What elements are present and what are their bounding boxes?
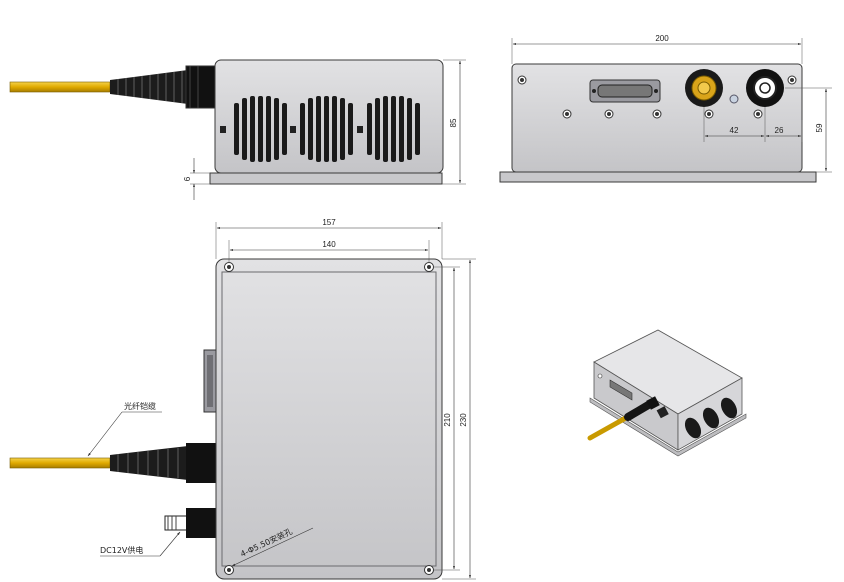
side-base xyxy=(499,171,817,183)
side-view: 200 59 42 26 xyxy=(499,34,832,183)
dim-side-width: 200 xyxy=(655,34,669,43)
dim-top-outer-length: 230 xyxy=(459,413,468,427)
front-base xyxy=(209,172,443,185)
dim-top-hole-length: 210 xyxy=(443,413,452,427)
fan-grille-middle xyxy=(300,96,353,162)
front-view: 85 6 xyxy=(9,59,466,200)
strain-relief xyxy=(110,70,188,104)
isometric-view xyxy=(587,329,747,457)
dim-top-hole-width: 140 xyxy=(322,240,336,249)
db-connector xyxy=(589,79,661,103)
top-cable-gland xyxy=(186,443,216,483)
dim-conn-spacing: 42 xyxy=(730,126,739,135)
indicator-led xyxy=(729,94,739,104)
dim-front-base: 6 xyxy=(183,176,192,181)
fiber-outlet xyxy=(746,69,784,107)
label-fiber-cable: 光纤铠缆 xyxy=(124,401,156,411)
fan-grille-left xyxy=(234,96,287,162)
dim-conn-offset: 26 xyxy=(775,126,784,135)
top-body xyxy=(215,258,443,580)
fiber-cable xyxy=(9,81,111,93)
brass-connector xyxy=(685,69,723,107)
dim-top-outer-width: 157 xyxy=(322,218,336,227)
top-view: 157 140 210 230 光纤铠缆 DC12V供电 4-Φ5.50安装孔 xyxy=(9,218,476,580)
fan-grille-right xyxy=(367,96,420,162)
power-connector xyxy=(164,508,216,538)
dim-side-height: 59 xyxy=(815,123,824,132)
dim-front-height: 85 xyxy=(449,118,458,127)
label-power-supply: DC12V供电 xyxy=(100,545,143,555)
side-screws xyxy=(517,75,797,119)
top-fiber-cable xyxy=(9,457,111,469)
